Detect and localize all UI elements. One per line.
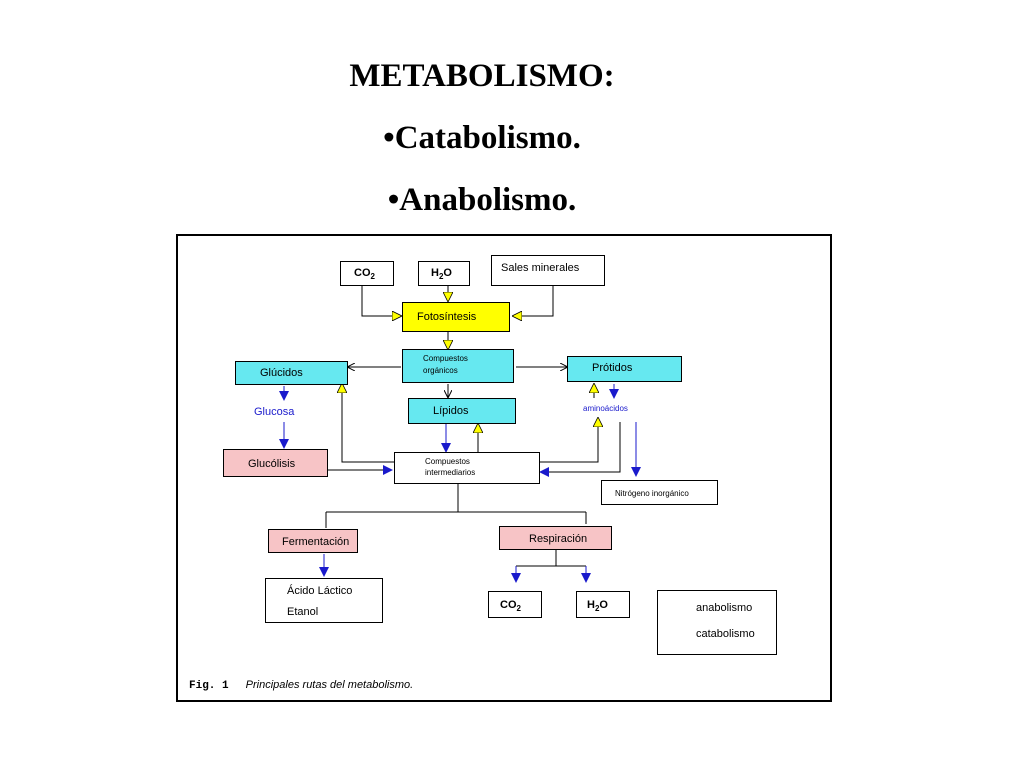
bullet-anabolismo: •Anabolismo. — [387, 182, 577, 218]
legend-box: anabolismo catabolismo — [657, 590, 777, 655]
sales-minerales-box: Sales minerales — [491, 255, 605, 286]
caption-text: Principales rutas del metabolismo. — [245, 679, 414, 691]
glucolisis-box: Glucólisis — [223, 449, 328, 477]
fotosintesis-box: Fotosíntesis — [402, 302, 510, 332]
lipidos-box: Lípidos — [408, 398, 516, 424]
glucidos-box: Glúcidos — [235, 361, 348, 385]
line-respiracion-products — [516, 550, 586, 567]
line-intermediarios-aminoacidos — [540, 418, 598, 463]
figure-caption: Fig. 1 Principales rutas del metabolismo… — [189, 679, 413, 692]
page-title: METABOLISMO: — [349, 58, 615, 94]
line-intermediarios-branch — [325, 484, 587, 528]
legend-anabolismo-label: anabolismo — [696, 602, 753, 614]
bullet-catabolismo: •Catabolismo. — [383, 120, 581, 156]
h2o-output-box: H2O — [576, 591, 630, 618]
line-intermediarios-glucidos — [342, 384, 394, 463]
co2-input-box: CO2 — [340, 261, 394, 286]
respiracion-box: Respiración — [499, 526, 612, 550]
line-aminoacidos-intermediarios — [539, 422, 621, 477]
compuestos-intermediarios-box: Compuestos intermediarios — [394, 452, 540, 484]
h2o-input-box: H2O — [418, 261, 470, 286]
diagram-connectors — [279, 286, 687, 641]
compuestos-organicos-box: Compuestos orgánicos — [402, 349, 514, 383]
caption-fig-number: Fig. 1 — [189, 680, 229, 692]
co2-output-box: CO2 — [488, 591, 542, 618]
line-sales-fotosintesis — [513, 286, 554, 316]
glucosa-label: Glucosa — [254, 406, 295, 418]
nitrogeno-inorganico-box: Nitrógeno inorgánico — [601, 480, 718, 505]
fermentacion-box: Fermentación — [268, 529, 358, 553]
protidos-box: Prótidos — [567, 356, 682, 382]
productos-fermentacion-box: Ácido Láctico Etanol — [265, 578, 383, 623]
legend-catabolismo-label: catabolismo — [696, 628, 755, 640]
aminoacidos-label: aminoácidos — [583, 404, 628, 413]
line-co2-fotosintesis — [361, 286, 401, 316]
